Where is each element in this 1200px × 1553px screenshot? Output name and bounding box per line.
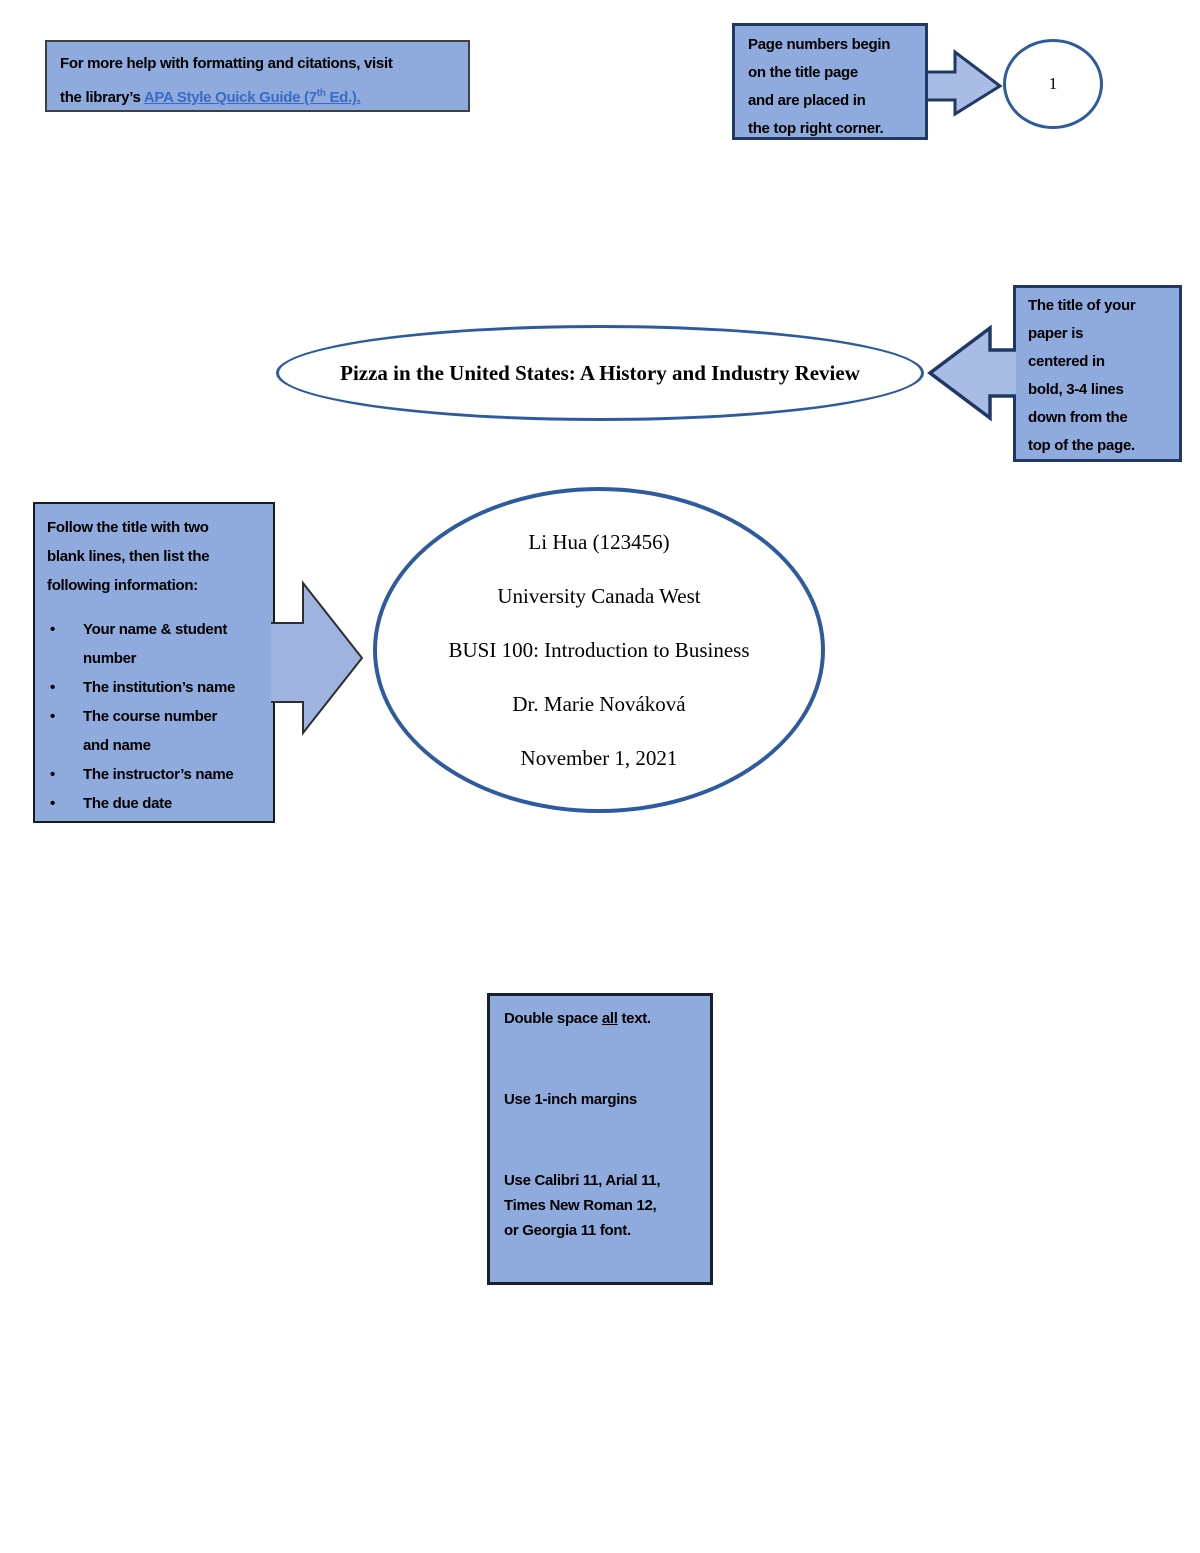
title-note-line: top of the page. — [1028, 437, 1135, 454]
instructor-line: Dr. Marie Nováková — [512, 692, 686, 716]
list-item: • Your name & student number — [47, 615, 273, 673]
course-line: BUSI 100: Introduction to Business — [448, 638, 750, 662]
block-arrow-right-icon — [271, 580, 364, 736]
title-callout: The title of your paper is centered in b… — [1013, 285, 1182, 462]
student-info-oval: Li Hua (123456) University Canada West B… — [373, 487, 825, 813]
title-note-line: The title of your — [1028, 297, 1136, 314]
title-note-line: bold, 3-4 lines — [1028, 381, 1124, 398]
page-number-note-line: the top right corner. — [748, 120, 884, 137]
page-number-note-line: on the title page — [748, 64, 858, 81]
bullet-icon: • — [50, 708, 55, 725]
title-ellipse: Pizza in the United States: A History an… — [276, 325, 924, 421]
follow-intro-line: blank lines, then list the — [47, 548, 210, 565]
follow-intro-line: Follow the title with two — [47, 519, 209, 536]
block-arrow-right-icon — [928, 48, 1003, 117]
due-date-line: November 1, 2021 — [520, 746, 678, 770]
bullet-text: The due date — [83, 795, 172, 812]
title-note-line: paper is — [1028, 325, 1084, 342]
fonts-note-line: Times New Roman 12, — [504, 1197, 657, 1214]
bullet-icon: • — [50, 795, 55, 812]
list-item: • The institution’s name — [47, 673, 273, 702]
bullet-text: Your name & student — [83, 621, 228, 638]
help-line-1: For more help with formatting and citati… — [60, 55, 393, 72]
bullet-text: The instructor’s name — [83, 766, 234, 783]
student-name-line: Li Hua (123456) — [528, 530, 670, 554]
apa-quick-guide-link[interactable]: APA Style Quick Guide (7th Ed.). — [143, 88, 361, 106]
block-arrow-left-icon — [927, 324, 1016, 422]
bullet-icon: • — [50, 621, 55, 638]
page-number-note-line: Page numbers begin — [748, 36, 891, 53]
follow-bullet-list: • Your name & student number • The insti… — [47, 615, 273, 818]
paper-title: Pizza in the United States: A History an… — [340, 360, 860, 385]
list-item: • The course number and name — [47, 702, 273, 760]
page-number-callout: Page numbers begin on the title page and… — [732, 23, 928, 140]
title-note-line: down from the — [1028, 409, 1128, 426]
bullet-icon: • — [50, 766, 55, 783]
page-number-value: 1 — [1048, 74, 1058, 93]
link-text[interactable]: APA Style Quick Guide (7 — [143, 89, 317, 106]
help-line-2-prefix: the library’s — [60, 89, 144, 106]
formatting-callout: Double space all text. Use 1-inch margin… — [487, 993, 713, 1285]
list-item: • The instructor’s name — [47, 760, 273, 789]
page-number-note-line: and are placed in — [748, 92, 866, 109]
underlined-word: all — [601, 1010, 618, 1027]
follow-title-callout: Follow the title with two blank lines, t… — [33, 502, 275, 823]
fonts-note: Use Calibri 11, Arial 11, Times New Roma… — [504, 1168, 710, 1243]
help-line-2: the library’s APA Style Quick Guide (7th… — [60, 79, 468, 113]
fonts-note-line: or Georgia 11 font. — [504, 1222, 631, 1239]
institution-line: University Canada West — [497, 584, 701, 608]
page-number-circle: 1 — [1003, 39, 1103, 129]
link-superscript[interactable]: th — [316, 88, 326, 99]
bullet-text: number — [83, 650, 137, 667]
title-note-line: centered in — [1028, 353, 1105, 370]
bullet-text: The institution’s name — [83, 679, 236, 696]
bullet-text: The course number — [83, 708, 218, 725]
follow-intro-line: following information: — [47, 577, 198, 594]
link-text-tail[interactable]: Ed.). — [325, 89, 361, 106]
list-item: • The due date — [47, 789, 273, 818]
fonts-note-line: Use Calibri 11, Arial 11, — [504, 1172, 661, 1189]
margins-note: Use 1-inch margins — [504, 1091, 637, 1108]
bullet-icon: • — [50, 679, 55, 696]
double-space-note: Double space all text. — [504, 1010, 651, 1027]
bullet-text: and name — [83, 737, 151, 754]
help-callout: For more help with formatting and citati… — [45, 40, 470, 112]
